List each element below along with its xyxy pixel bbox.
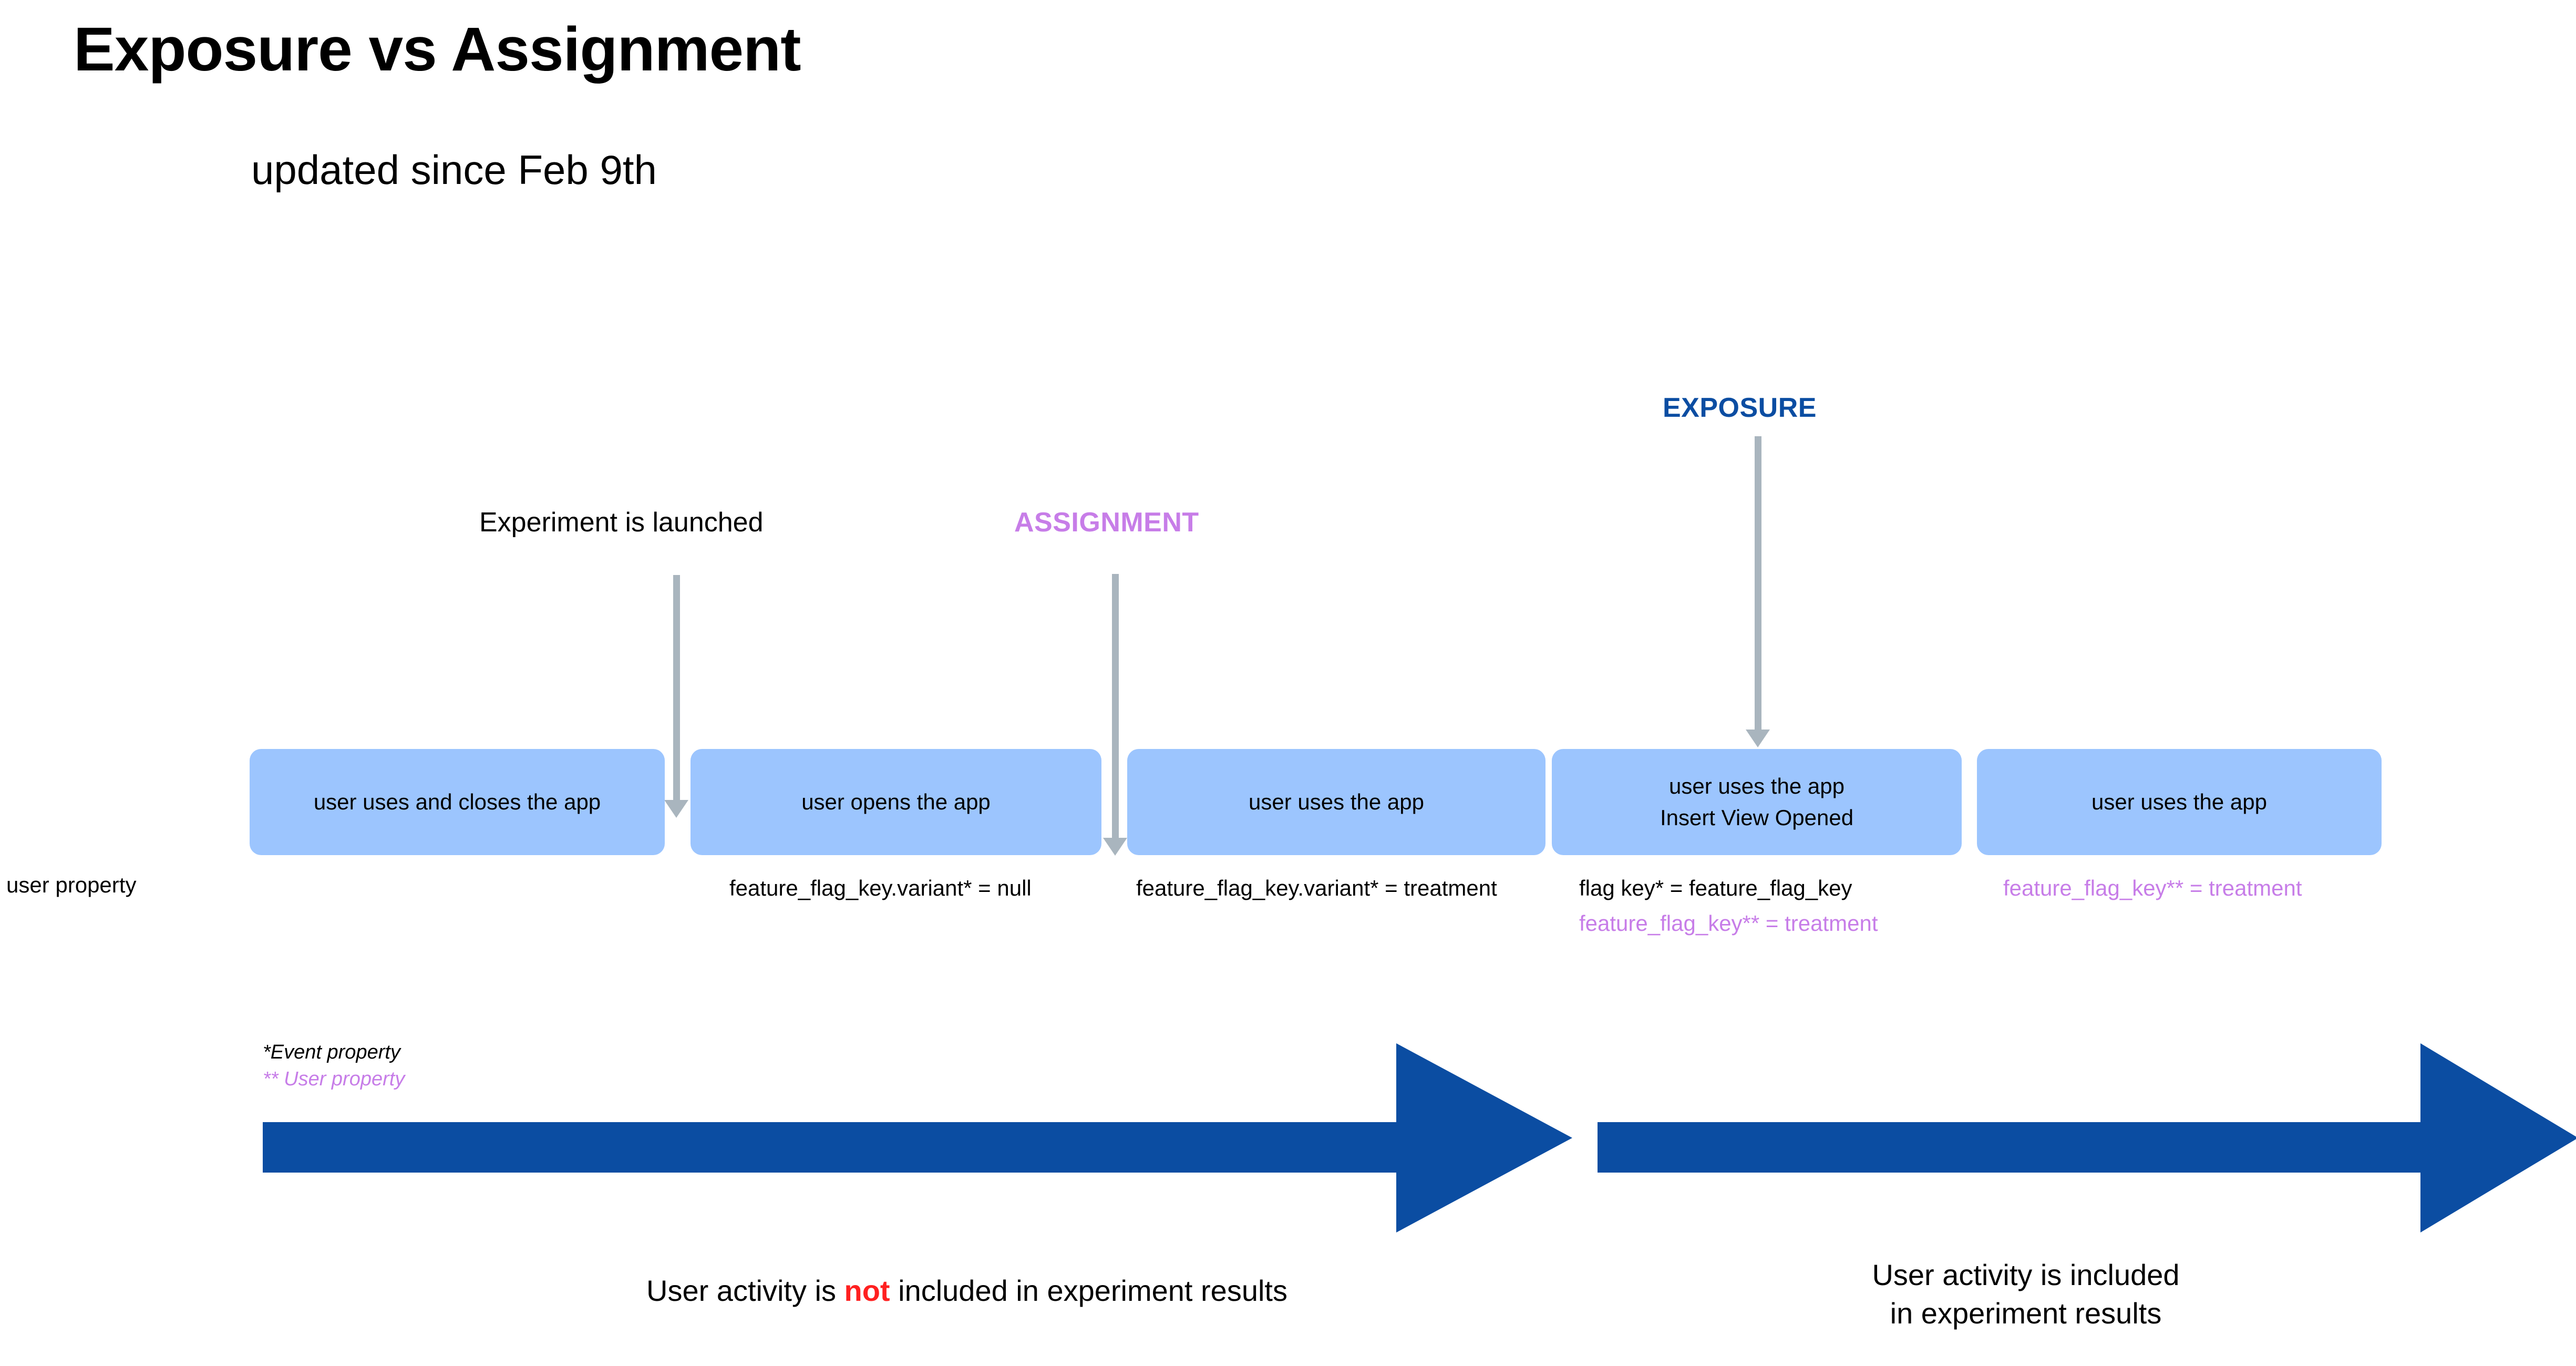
activity-box: user uses the app	[1977, 749, 2382, 855]
activity-box-line1: user uses the app	[1249, 789, 1424, 815]
caption-right-line2: in experiment results	[1890, 1296, 2162, 1330]
label-experiment-launched: Experiment is launched	[479, 507, 764, 538]
caption-activity-excluded: User activity is not included in experim…	[447, 1272, 1487, 1310]
activity-box-line1: user opens the app	[801, 789, 991, 815]
property-note-user: feature_flag_key** = treatment	[1579, 911, 1878, 936]
caption-left-pre: User activity is	[646, 1274, 844, 1307]
activity-box: user uses the app Insert View Opened	[1552, 749, 1962, 855]
legend-user-property: ** User property	[263, 1068, 405, 1090]
legend-event-property: *Event property	[263, 1041, 400, 1063]
caption-activity-included: User activity is included in experiment …	[1729, 1256, 2323, 1333]
page-subtitle: updated since Feb 9th	[251, 147, 657, 193]
caption-left-emphasis: not	[844, 1274, 890, 1307]
caption-left-post: included in experiment results	[890, 1274, 1287, 1307]
activity-box-line1: user uses the app	[1669, 774, 1845, 799]
page-title: Exposure vs Assignment	[74, 15, 801, 84]
property-note-user: feature_flag_key** = treatment	[2003, 876, 2302, 900]
property-note: flag key* = feature_flag_key	[1579, 876, 1852, 900]
activity-box-line2: Insert View Opened	[1660, 805, 1854, 830]
property-note: feature_flag_key.variant* = null	[729, 876, 1032, 900]
property-note: feature_flag_key.variant* = treatment	[1136, 876, 1497, 900]
label-assignment: ASSIGNMENT	[1014, 507, 1199, 538]
caption-right-line1: User activity is included	[1872, 1258, 2180, 1291]
activity-box-line1: user uses the app	[2091, 789, 2267, 815]
row-label-user-property: user property	[6, 872, 137, 897]
activity-box: user uses and closes the app	[250, 749, 665, 855]
label-exposure: EXPOSURE	[1663, 393, 1817, 423]
activity-box: user uses the app	[1127, 749, 1545, 855]
activity-box: user opens the app	[691, 749, 1101, 855]
activity-box-line1: user uses and closes the app	[313, 789, 601, 815]
